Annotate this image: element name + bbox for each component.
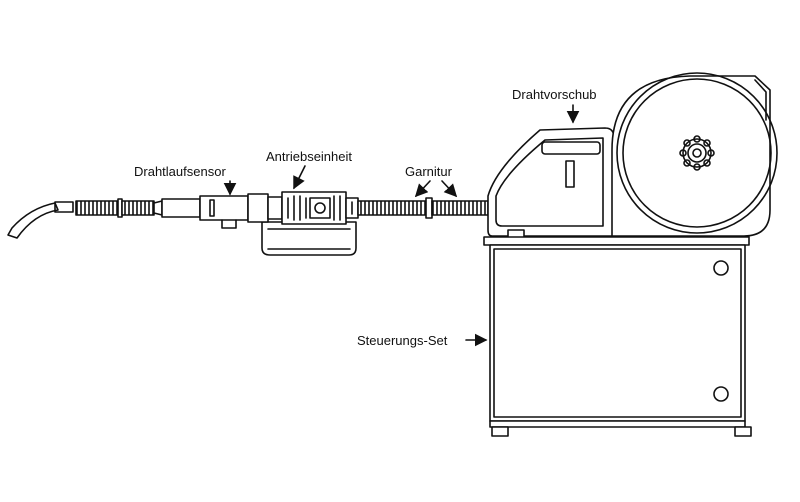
arrow-antriebseinheit (293, 165, 306, 190)
label-steuerungs-set: Steuerungs-Set (357, 333, 448, 348)
label-drahtvorschub: Drahtvorschub (512, 87, 597, 102)
drahtvorschub-device (487, 72, 778, 239)
label-antriebseinheit: Antriebseinheit (266, 149, 352, 164)
arrow-garnitur (414, 180, 458, 198)
torch-neck (7, 201, 74, 239)
label-garnitur: Garnitur (405, 164, 453, 179)
antriebseinheit-device (247, 191, 359, 256)
garnitur-hose (357, 197, 489, 219)
label-drahtlaufsensor: Drahtlaufsensor (134, 164, 226, 179)
steuerungs-set-box (483, 236, 752, 437)
drahtlaufsensor-device (161, 195, 249, 229)
hose-left (75, 198, 163, 218)
